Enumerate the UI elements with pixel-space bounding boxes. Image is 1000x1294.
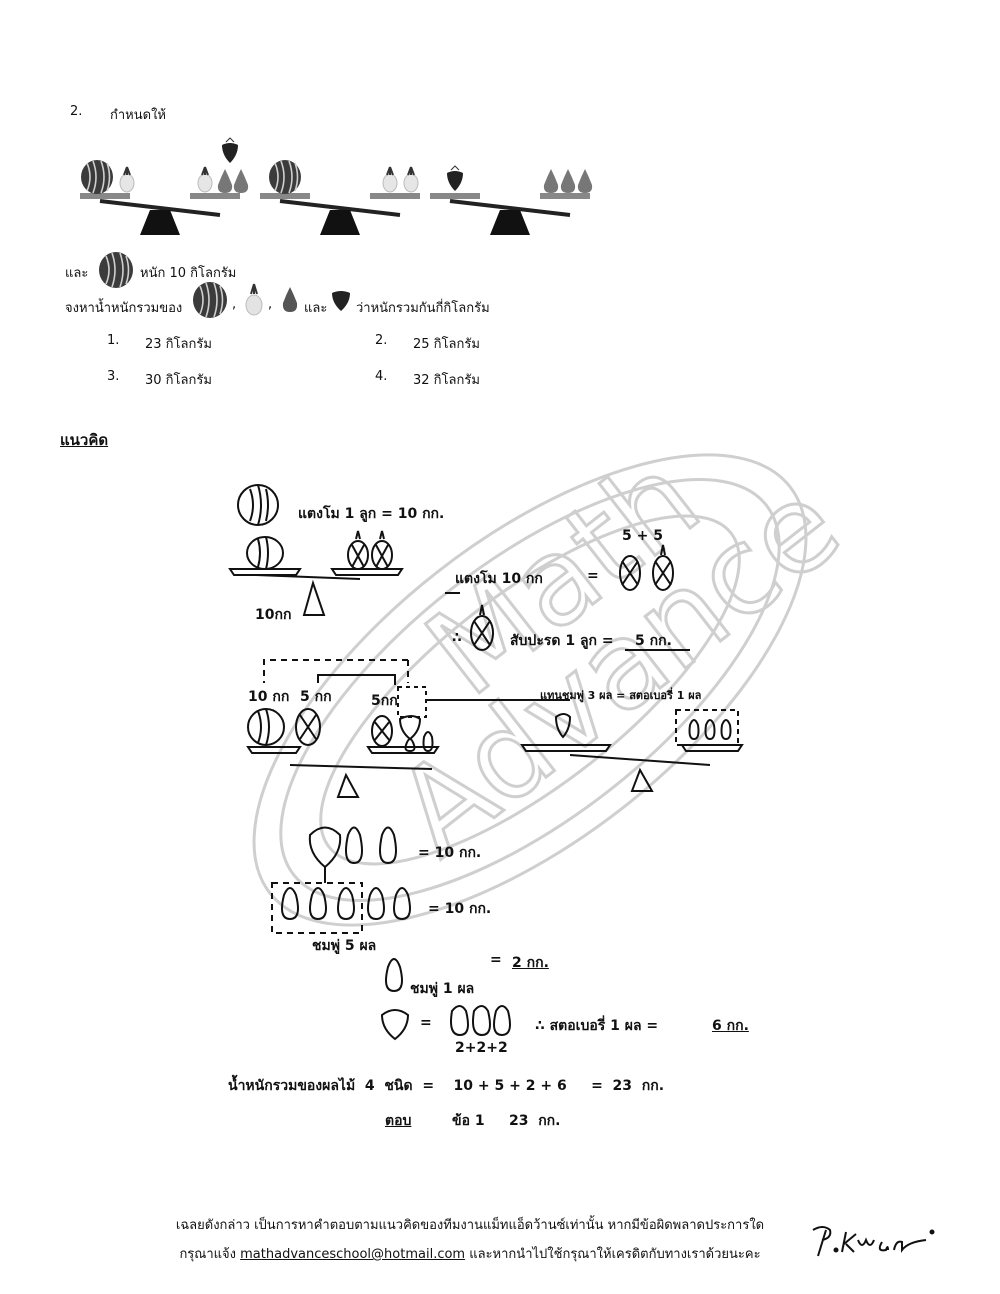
option-4-text: 32 กิโลกรัม [413, 373, 480, 388]
question-number: 2. [70, 104, 83, 119]
line-watermelon-10kg: แตงโม 10 กก [455, 571, 543, 587]
signature [812, 1226, 935, 1257]
footer-line-2-prefix: กรุณาแจ้ง [179, 1247, 236, 1262]
eq-sign-1: = [587, 568, 599, 584]
answer-text: ข้อ 1 23 กก. [452, 1113, 561, 1129]
ask-and: และ [304, 301, 328, 316]
strawberry-value: 6 กก. [712, 1018, 749, 1034]
option-3-text: 30 กิโลกรัม [145, 373, 212, 388]
watermelon-icon [193, 282, 227, 318]
pear-value: 2 กก. [512, 955, 549, 971]
pineapple-icon [245, 283, 263, 316]
option-1-num: 1. [107, 333, 120, 348]
option-2-num: 2. [375, 333, 388, 348]
solution-heading: แนวคิด [60, 431, 109, 449]
given-prefix: และ [65, 266, 89, 281]
strawberry-result: ∴ สตอเบอรี่ 1 ผล = [535, 1018, 659, 1034]
line-pineapple-weight: สับปะรด 1 ลูก = [510, 633, 614, 649]
watermelon-icon [99, 252, 133, 288]
ask-sep2: , [268, 297, 273, 312]
strawberry-icon [332, 291, 350, 311]
option-3-num: 3. [107, 369, 120, 384]
eq-10kg-1: = 10 กก. [418, 845, 482, 861]
option-4-num: 4. [375, 369, 388, 384]
line-watermelon-weight: แตงโม 1 ลูก = 10 กก. [298, 506, 445, 522]
footer-line-2-suffix: และหากนำไปใช้กรุณาให้เครดิตกับทางเราด้วย… [469, 1247, 761, 1262]
email-link[interactable]: mathadvanceschool@hotmail.com [240, 1247, 466, 1262]
label-10kg-b: 10 กก [248, 689, 290, 705]
ask-suffix: ว่าหนักรวมกันกี่กิโลกรัม [356, 301, 490, 316]
option-2-text: 25 กิโลกรัม [413, 337, 480, 352]
therefore-sign: ∴ [452, 630, 462, 646]
solution-diagram [228, 484, 744, 1041]
pear-icon [282, 287, 298, 312]
footer-line-1: เฉลยดังกล่าว เป็นการหาคำตอบตามแนวคิดของท… [175, 1218, 765, 1233]
label-10kg-a: 10กก [255, 607, 292, 623]
given-suffix: หนัก 10 กิโลกรัม [140, 266, 237, 281]
question-intro: กำหนดให้ [110, 108, 166, 123]
pears-five-label: ชมพู่ 5 ผล [312, 938, 377, 954]
pear-one-label: ชมพู่ 1 ผล [410, 981, 475, 997]
scales-illustration [78, 137, 593, 237]
ask-sep1: , [232, 297, 237, 312]
label-5kg-a: 5 กก [300, 689, 332, 705]
eq-five-plus-five: 5 + 5 [622, 528, 663, 544]
sum-two-two-two: 2+2+2 [455, 1040, 508, 1056]
eq-10kg-2: = 10 กก. [428, 901, 492, 917]
label-5kg-b: 5กก [371, 693, 398, 709]
footer-line-2: กรุณาแจ้ง mathadvanceschool@hotmail.com … [90, 1243, 850, 1264]
ask-prefix: จงหาน้ำหนักรวมของ [65, 301, 183, 316]
eq-sign-2: = [420, 1015, 432, 1031]
swap-note: แทนชมพู่ 3 ผล = สตอเบอรี่ 1 ผล [540, 689, 702, 702]
eq-sign-2kg: = [490, 952, 502, 968]
total-line: น้ำหนักรวมของผลไม้ 4 ชนิด = 10 + 5 + 2 +… [228, 1078, 665, 1094]
answer-label: ตอบ [385, 1113, 412, 1129]
pineapple-value: 5 กก. [635, 633, 672, 649]
option-1-text: 23 กิโลกรัม [145, 337, 212, 352]
